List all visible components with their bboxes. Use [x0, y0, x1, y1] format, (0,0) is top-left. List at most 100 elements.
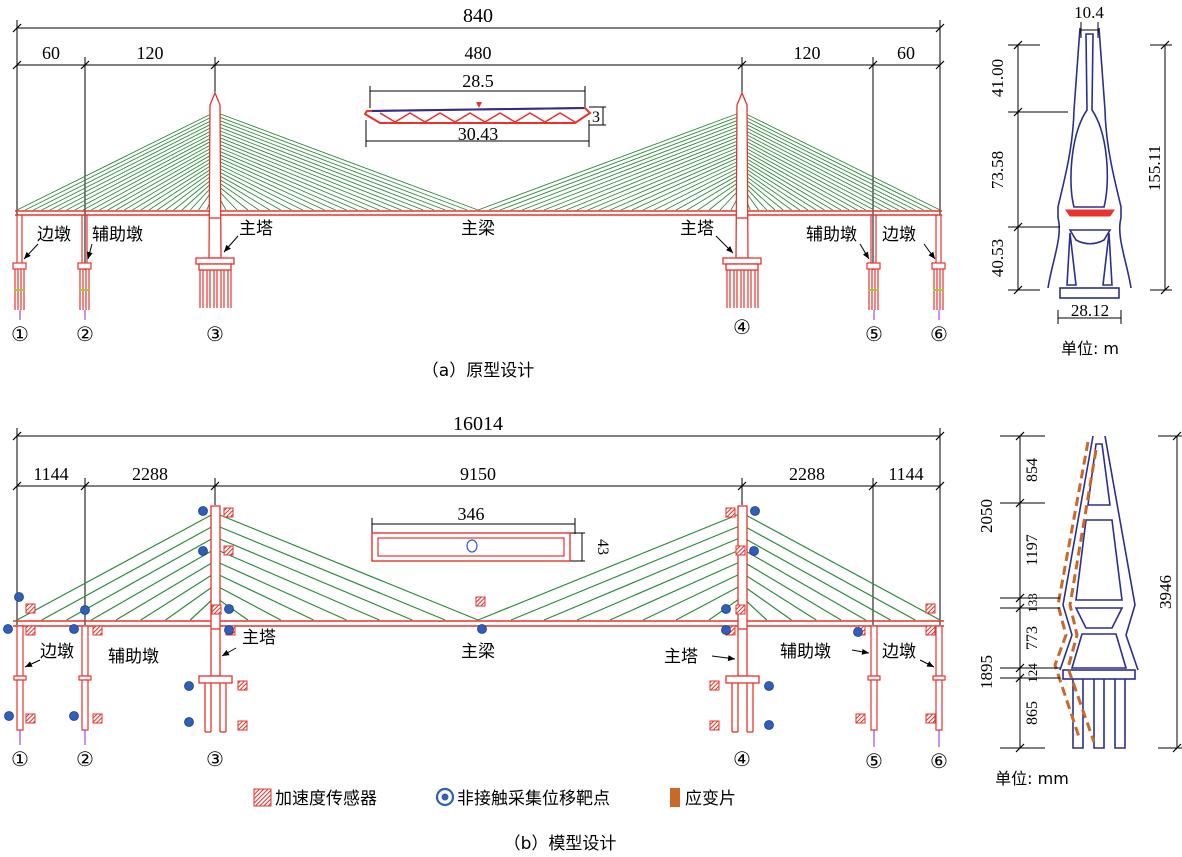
tower-b-right-cable-l6 [675, 584, 743, 621]
pier-numbers-b: ① ② ③ ④ ⑤ ⑥ [11, 747, 948, 773]
elev-b-lower: 1895 [977, 655, 996, 689]
tower-b-left-cable-r2 [214, 536, 413, 621]
tower-a-left-cable-r13 [214, 155, 336, 211]
displacement-target-marker [198, 546, 208, 556]
legend-accel-swatch [253, 788, 272, 807]
tower-a-right-cable-r10 [741, 145, 858, 211]
label-a-aux-right: 辅助墩 [806, 225, 857, 245]
tower-a-left-cable-r7 [214, 135, 402, 211]
tower-a-right-cable-l18 [675, 172, 743, 211]
tower-b-left-cable-r1 [214, 524, 446, 621]
displacement-target-marker [184, 681, 194, 691]
tower-a-right-cable-r0 [741, 111, 941, 211]
tower-a-right-cable-l17 [664, 169, 743, 211]
tower-a-left-cable-r0 [214, 111, 479, 211]
tower-a-right-cable-l2 [499, 118, 743, 211]
tower-a-right-cable-r5 [741, 128, 899, 211]
accelerometer-marker [709, 720, 720, 731]
tower-a-left-cable-l19 [173, 176, 216, 211]
accelerometer-marker [925, 625, 936, 636]
tower-elevation-b-strain-gauges [1053, 441, 1098, 743]
tower-b-right-cable-l0 [477, 512, 743, 621]
dim-b-aux-right: 2288 [789, 464, 825, 484]
tower-elevation-b-dims [1000, 435, 1182, 749]
dim-a-aux-left: 120 [137, 43, 164, 63]
tower-b-right [725, 505, 760, 733]
tower-b-right-cable-l3 [576, 548, 743, 621]
tower-a-left-piles [199, 270, 232, 308]
accelerometer-marker [735, 545, 746, 556]
girder-section-a: 28.5 30.43 3 [363, 71, 606, 147]
stay-cables-b [16, 512, 941, 621]
tower-b-right-cable-r3 [741, 548, 867, 621]
panel-b-dim-lines [16, 428, 941, 625]
tower-a-left-cable-l6 [66, 132, 216, 211]
sensors-b [3, 506, 936, 731]
tower-a-right [722, 91, 762, 271]
accelerometer-marker [223, 545, 234, 556]
tower-a-left-cable-r1 [214, 114, 468, 211]
accelerometer-marker [25, 603, 36, 614]
tower-a-left-cable-r3 [214, 121, 446, 211]
tower-a-right-cable-l1 [488, 114, 743, 211]
tower-a-right-cable-l13 [620, 155, 743, 211]
dim-b-side-right: 1144 [888, 464, 923, 484]
dim-b-total: 16014 [453, 413, 503, 435]
tower-a-left-cable-l3 [41, 121, 216, 211]
tower-a-right-cable-l6 [543, 131, 743, 211]
main-girder-a [15, 210, 942, 216]
tower-b-left-cable-r6 [214, 584, 282, 621]
tower-a-right-cable-l11 [598, 148, 743, 211]
dim-a-main: 480 [465, 43, 492, 63]
elev-a-total: 155.11 [1145, 145, 1164, 191]
elev-b-d6: 865 [1024, 701, 1041, 725]
legend-accel-label: 加速度传感器 [275, 789, 377, 809]
leader-arrows-b [24, 647, 935, 668]
displacement-target-marker [80, 605, 90, 615]
displacement-target-marker [764, 681, 774, 691]
pier-a-5: ⑤ [865, 322, 883, 346]
dim-a-aux-right: 120 [794, 43, 821, 63]
label-b-aux-right: 辅助墩 [780, 642, 831, 662]
displacement-target-marker [749, 546, 759, 556]
tower-a-left-cable-l9 [91, 142, 216, 211]
dim-a-side-left: 60 [42, 43, 60, 63]
tower-b-left-cable-l3 [90, 548, 216, 621]
tower-a-left-cable-r14 [214, 159, 325, 211]
dim-b-main: 9150 [460, 464, 496, 484]
label-b-tower-right: 主塔 [664, 647, 698, 667]
displacement-target-marker [69, 624, 79, 634]
tower-b-right-cable-l4 [609, 560, 743, 621]
tower-a-right-cable-r12 [741, 152, 842, 211]
tower-a-right-piles [726, 270, 759, 308]
tower-a-right-cable-r15 [741, 162, 817, 211]
tower-b-left-cable-l0 [16, 512, 216, 621]
pier-number-ticks-a [19, 310, 940, 320]
tower-a-left-cable-l17 [156, 169, 216, 211]
panel-b: 16014 1144 2288 9150 2288 1144 [3, 413, 1182, 854]
tower-a-right-cable-r16 [741, 166, 809, 211]
accelerometer-marker [92, 625, 103, 636]
elev-a-h3: 40.53 [988, 239, 1007, 277]
elev-a-base: 28.12 [1071, 301, 1109, 320]
tower-a-right-cable-l15 [642, 162, 743, 211]
tower-a-left-cable-l8 [82, 138, 216, 211]
label-a-girder: 主梁 [461, 219, 495, 239]
tower-b-left-cable-r4 [214, 560, 347, 621]
tower-a-left-cable-l1 [25, 114, 216, 211]
tower-b-left-cable-l1 [41, 524, 216, 621]
pier-b-1: ① [11, 747, 29, 771]
tower-b-right-cable-l1 [510, 524, 743, 621]
panel-a: 840 60 120 480 120 60 [11, 3, 1172, 381]
accelerometer-marker [92, 713, 103, 724]
tower-a-left-cable-r6 [214, 131, 413, 211]
tower-a-left-cable-l2 [33, 118, 216, 211]
pier-a-6: ⑥ [930, 322, 948, 346]
tower-b-right-cable-r4 [741, 560, 842, 621]
tower-a-left-cable-r18 [214, 172, 281, 211]
legend-target-label: 非接触采集位移靶点 [457, 789, 610, 809]
tower-a-right-cable-r18 [741, 172, 792, 211]
tower-a-right-cable-r2 [741, 118, 924, 211]
tower-a-right-cable-l16 [653, 165, 743, 211]
section-a-bottom: 30.43 [458, 124, 499, 144]
